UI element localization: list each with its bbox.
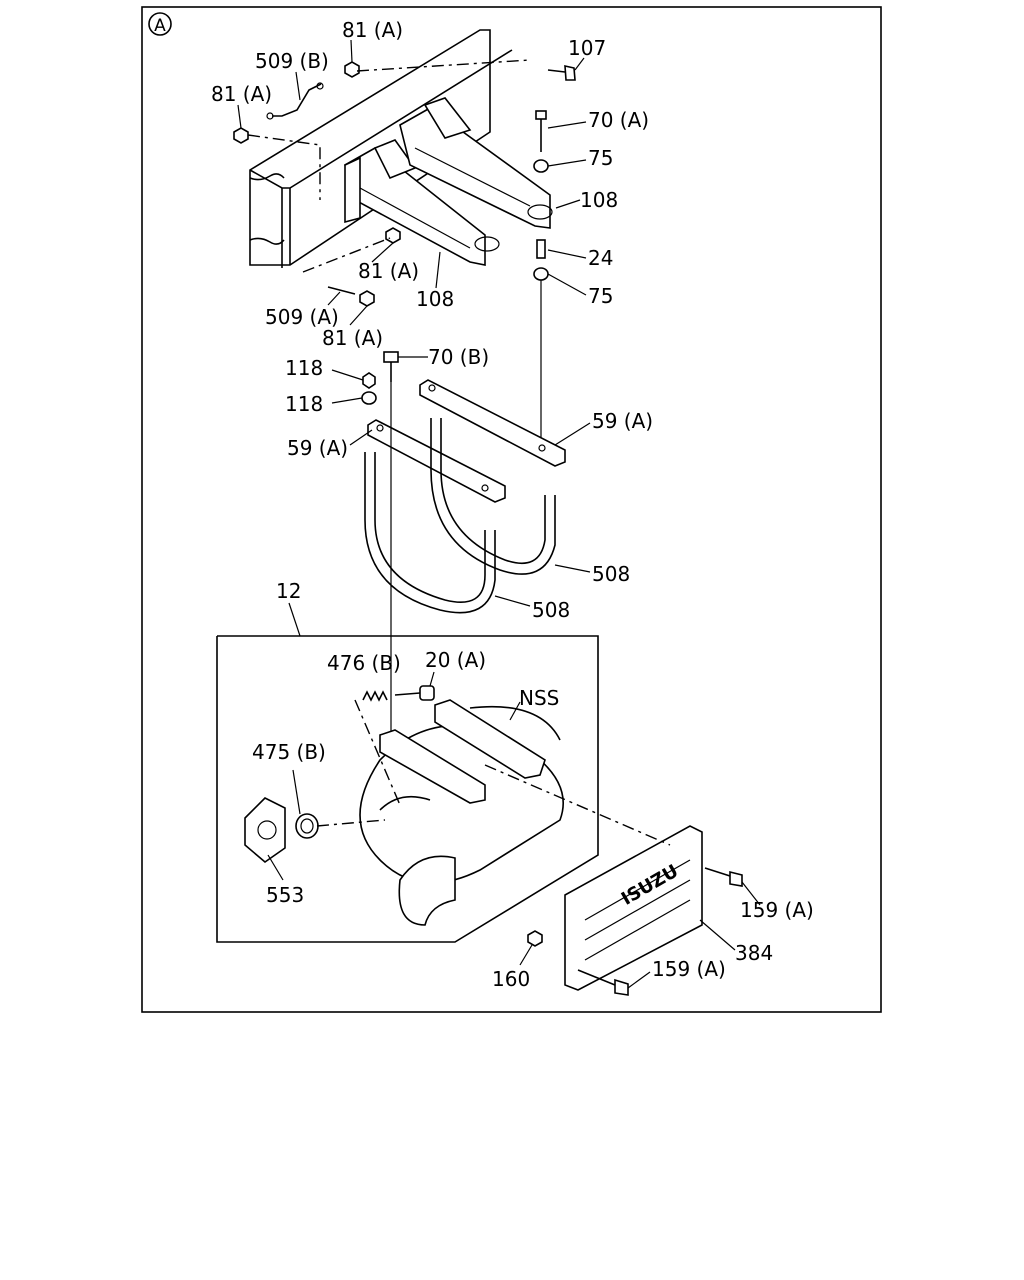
bracket-108-rear xyxy=(399,97,553,229)
bolt-70a xyxy=(535,110,547,152)
bolt-159a-upper xyxy=(704,867,743,887)
chassis-frame-rail xyxy=(249,29,513,268)
washer-118-lower xyxy=(361,391,377,405)
strap-bar-59a-rear xyxy=(419,379,566,467)
bolt-70b xyxy=(383,351,399,382)
u-strap-508-front xyxy=(364,452,496,614)
diagram-frame xyxy=(141,6,882,1013)
view-marker: A xyxy=(148,12,172,36)
nut-81a-top xyxy=(344,61,360,78)
callout-70a: 70 (A) xyxy=(588,108,649,132)
nut-160 xyxy=(527,930,543,947)
callout-509a: 509 (A) xyxy=(265,305,339,329)
spring-476b xyxy=(362,690,388,702)
bolt-159a-lower xyxy=(577,969,629,996)
leader-lines xyxy=(237,39,761,989)
callout-81a-left: 81 (A) xyxy=(211,82,272,106)
callout-118-upper: 118 xyxy=(285,356,323,380)
callout-59a-left: 59 (A) xyxy=(287,436,348,460)
stud-509b xyxy=(266,82,324,120)
callout-159a-upper: 159 (A) xyxy=(740,898,814,922)
bracket-108-front xyxy=(344,139,500,266)
flange-553 xyxy=(244,797,286,864)
nut-81a-lower xyxy=(359,290,375,307)
callout-70b: 70 (B) xyxy=(428,345,489,369)
callout-509b: 509 (B) xyxy=(255,49,329,73)
washer-75-top xyxy=(533,159,549,173)
view-marker-label: A xyxy=(154,16,166,36)
callout-24: 24 xyxy=(588,246,613,270)
callout-nss: NSS xyxy=(519,686,559,710)
protector-plate-384: ISUZU xyxy=(564,825,703,991)
muffler-body xyxy=(359,699,564,926)
callout-508-upper: 508 xyxy=(592,562,630,586)
callout-384: 384 xyxy=(735,941,773,965)
nut-118-upper xyxy=(362,372,376,389)
callout-108-bottom: 108 xyxy=(416,287,454,311)
callout-107: 107 xyxy=(568,36,606,60)
callout-81a-top: 81 (A) xyxy=(342,18,403,42)
nut-81a-mid xyxy=(385,227,401,244)
callout-75-top: 75 xyxy=(588,146,613,170)
pin-24 xyxy=(536,239,546,259)
callout-labels: 81 (A) 509 (B) 81 (A) 107 70 (A) 75 108 … xyxy=(211,18,814,991)
gasket-475b xyxy=(295,813,319,839)
bolt-107 xyxy=(547,64,576,81)
bolt-20a xyxy=(394,685,435,701)
callout-81a-mid: 81 (A) xyxy=(358,259,419,283)
callout-20a: 20 (A) xyxy=(425,648,486,672)
callout-159a-lower: 159 (A) xyxy=(652,957,726,981)
callout-118-lower: 118 xyxy=(285,392,323,416)
callout-12: 12 xyxy=(276,579,301,603)
nut-81a-left xyxy=(233,127,249,144)
strap-bar-59a-front xyxy=(367,419,506,503)
stud-509a xyxy=(327,286,356,295)
callout-476b: 476 (B) xyxy=(327,651,401,675)
callout-59a-right: 59 (A) xyxy=(592,409,653,433)
washer-75-bottom xyxy=(533,267,549,281)
callout-81a-lower: 81 (A) xyxy=(322,326,383,350)
callout-108-right: 108 xyxy=(580,188,618,212)
callout-75-bottom: 75 xyxy=(588,284,613,308)
callout-475b: 475 (B) xyxy=(252,740,326,764)
callout-508-lower: 508 xyxy=(532,598,570,622)
callout-160: 160 xyxy=(492,967,530,991)
assembly-12-box xyxy=(216,635,599,943)
callout-553: 553 xyxy=(266,883,304,907)
